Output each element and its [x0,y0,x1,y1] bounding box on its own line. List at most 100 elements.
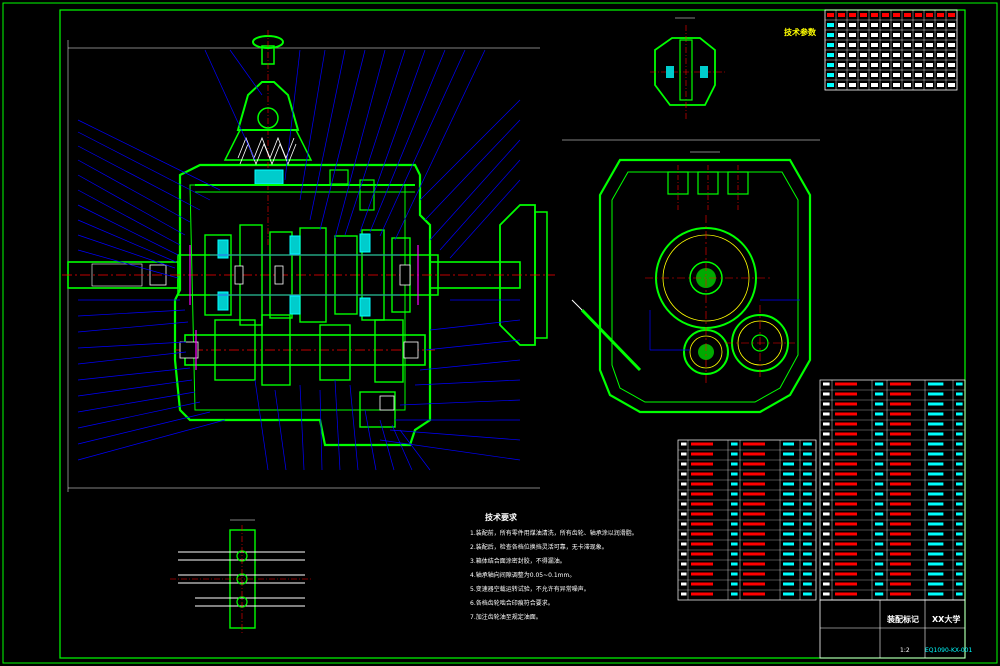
param-cell [882,53,889,57]
parts-cell [928,582,944,586]
param-cell [860,63,867,67]
parts-cell [681,492,687,496]
section-view-c [170,519,312,635]
parts-cell [731,442,738,446]
parts-cell [681,542,687,546]
param-cell [926,63,933,67]
param-cell [926,23,933,27]
parts-cell [691,552,713,556]
param-cell [871,23,878,27]
parts-cell [875,422,884,426]
parts-cell [681,452,687,456]
tech-params-table: 技术参数 [784,9,958,91]
parts-cell [803,512,812,516]
parts-cell [823,512,830,516]
parts-cell [875,582,884,586]
parts-cell [743,442,765,446]
parts-cell [956,522,963,526]
parts-cell [875,552,884,556]
parts-cell [890,552,911,556]
parts-cell [783,452,794,456]
parts-cell [731,502,738,506]
param-cell [849,43,856,47]
param-cell [904,63,911,67]
param-cell [937,33,944,37]
param-cell [871,33,878,37]
param-cell [827,43,834,47]
param-cell [915,73,922,77]
parts-cell [783,472,794,476]
parts-cell [928,392,944,396]
param-cell [948,53,955,57]
param-cell [893,23,900,27]
parts-cell [783,482,794,486]
parts-cell [681,532,687,536]
parts-cell [875,452,884,456]
parts-cell [691,472,713,476]
param-cell [838,83,845,87]
parts-cell [681,462,687,466]
parts-cell [928,552,944,556]
parts-cell [731,472,738,476]
parts-cell [875,522,884,526]
param-cell [915,33,922,37]
parts-cell [928,492,944,496]
note-line: 4.轴承轴向间隙调整为0.05~0.1mm。 [470,571,575,579]
parts-cell [783,572,794,576]
parts-cell [783,522,794,526]
parts-cell [691,492,713,496]
param-cell [871,53,878,57]
parts-cell [956,542,963,546]
parts-cell [890,522,911,526]
parts-cell [783,502,794,506]
parts-cell [731,482,738,486]
parts-cell [956,392,963,396]
parts-cell [835,432,857,436]
parts-cell [823,432,830,436]
parts-cell [956,582,963,586]
title-block: 装配标记 XX大学 EQ1090-KX-001 1:2 [819,599,972,659]
parts-cell [681,512,687,516]
notes-heading: 技术要求 [485,512,518,522]
param-cell [849,83,856,87]
param-cell [904,73,911,77]
param-cell [860,73,867,77]
parts-cell [835,492,857,496]
param-cell [915,43,922,47]
param-cell [871,73,878,77]
param-cell [937,53,944,57]
parts-cell [835,512,857,516]
param-cell [904,23,911,27]
parts-cell [743,562,765,566]
parts-cell [928,472,944,476]
parts-cell [691,442,713,446]
parts-cell [956,402,963,406]
parts-cell [823,392,830,396]
parts-cell [681,552,687,556]
parts-cell [956,562,963,566]
parts-cell [681,472,687,476]
parts-cell [783,512,794,516]
param-cell [893,33,900,37]
parts-cell [875,442,884,446]
param-cell [937,13,944,17]
parts-cell [956,382,963,386]
parts-cell [743,572,765,576]
parts-cell [890,572,911,576]
parts-cell [956,452,963,456]
param-cell [893,83,900,87]
parts-cell [743,482,765,486]
parts-cell [875,392,884,396]
param-cell [827,53,834,57]
drawing-code: EQ1090-KX-001 [925,647,972,654]
param-cell [904,33,911,37]
param-cell [827,63,834,67]
param-cell [860,53,867,57]
parts-cell [956,492,963,496]
parts-cell [890,432,911,436]
parts-cell [875,592,884,596]
param-cell [948,13,955,17]
parts-cell [691,512,713,516]
parts-cell [743,452,765,456]
parts-cell [890,492,911,496]
